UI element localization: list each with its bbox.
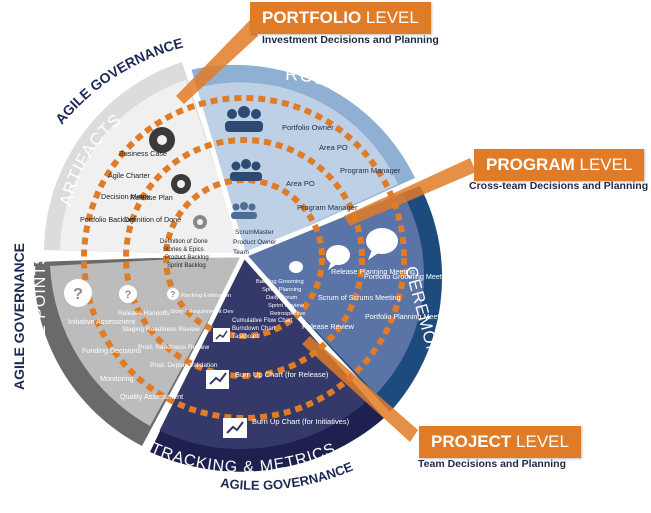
- governance-points-title: GOVERNANCE POINTS: [32, 253, 49, 448]
- ceremony-item: Retrospective: [270, 311, 305, 317]
- role-item: Team: [233, 249, 249, 256]
- ceremony-item: Scrum of Scrums Meeting: [318, 293, 401, 302]
- question-icon: ?: [167, 288, 179, 300]
- artifact-item: Definition of Done: [160, 239, 208, 245]
- role-item: Program Manager: [340, 166, 401, 175]
- artifact-item: Release Plan: [130, 193, 173, 202]
- artifact-item: Business Case: [119, 149, 167, 158]
- governance-items: Initiative Assessment Funding Decisions …: [68, 293, 234, 401]
- portfolio-callout-beam: [176, 20, 258, 104]
- program-callout-beam: [344, 158, 476, 226]
- chart-up-icon: [223, 418, 247, 438]
- project-level-strong: PROJECT: [431, 432, 512, 451]
- artifact-item: Definition of Done: [124, 215, 181, 224]
- tracking-item: Taskboard: [232, 334, 260, 340]
- role-item: Portfolio Owner: [282, 123, 334, 132]
- governance-item: Ranking Estimation: [181, 293, 231, 299]
- tracking-segment: [158, 255, 368, 449]
- speech-bubble-icon: [326, 245, 350, 270]
- program-level-word: LEVEL: [579, 155, 633, 174]
- role-item: Area PO: [319, 143, 348, 152]
- speech-bubble-icon: [366, 228, 398, 260]
- ceremony-item: Portfolio Grooming Meeting: [364, 272, 452, 281]
- chart-up-icon: [213, 328, 230, 342]
- project-callout-beam: [302, 336, 418, 442]
- role-item: Area PO: [286, 179, 315, 188]
- governance-item: Staging Readiness Review: [122, 326, 200, 333]
- governance-item: Prod. Readiness Review: [138, 344, 209, 351]
- governance-item: Initiative Assessment: [68, 317, 135, 326]
- gear-icon: [171, 174, 191, 194]
- governance-item: Prod. Deploy Validation: [150, 362, 218, 369]
- role-item: ScrumMaster: [235, 229, 274, 236]
- artifacts-segment: [60, 80, 244, 255]
- program-level-strong: PROGRAM: [486, 155, 575, 174]
- ceremony-item: Release Review: [302, 322, 355, 331]
- ceremony-item: Backlog Grooming: [256, 279, 304, 285]
- governance-item: Monitoring: [100, 374, 134, 383]
- project-level-word: LEVEL: [516, 432, 569, 451]
- program-level-callout: PROGRAM LEVEL: [474, 149, 645, 181]
- agile-governance-left-label: AGILE GOVERNANCE: [11, 243, 27, 390]
- artifact-item: Product Backlog: [165, 255, 209, 261]
- gear-icon: [193, 215, 207, 229]
- tracking-item: Burn Up Chart (for Release): [235, 370, 329, 379]
- ceremony-item: Portfolio Planning Meeting: [365, 312, 449, 321]
- gear-icon: [149, 127, 175, 153]
- project-level-callout: PROJECT LEVEL: [419, 426, 581, 458]
- speech-bubble-icon: [289, 261, 303, 273]
- people-icon: [225, 106, 263, 132]
- artifact-item: Stories & Epics: [163, 247, 204, 253]
- program-level-ring: [123, 137, 365, 379]
- governance-segment: [50, 255, 244, 426]
- portfolio-level-word: LEVEL: [365, 8, 419, 27]
- artifacts-items: Business Case Agile Charter Decision Mat…: [80, 149, 209, 269]
- portfolio-level-callout: PORTFOLIO LEVEL: [250, 2, 431, 34]
- svg-text:?: ?: [171, 290, 176, 299]
- role-item: Product Owner: [233, 239, 277, 246]
- portfolio-level-subtitle: Investment Decisions and Planning: [262, 34, 439, 46]
- ceremony-item: Sprint Review: [268, 303, 305, 309]
- artifact-item: Sprint Backlog: [167, 263, 206, 269]
- roles-items: Portfolio Owner Area PO Program Manager …: [233, 123, 401, 256]
- governance-item: Quality Assessment: [120, 392, 183, 401]
- governance-item: Release Handoffs: [118, 310, 170, 317]
- people-icon: [230, 159, 262, 181]
- ceremony-item: Daily Scrum: [266, 295, 297, 301]
- portfolio-level-strong: PORTFOLIO: [262, 8, 362, 27]
- tracking-item: Burndown Chart: [232, 326, 276, 332]
- ceremonies-items: Portfolio Grooming Meeting Portfolio Pla…: [256, 267, 452, 331]
- governance-item: Funding Decisions: [82, 346, 142, 355]
- tracking-items: Burn Up Chart (for Initiatives) Burn Up …: [232, 318, 350, 426]
- tracking-item: Burn Up Chart (for Initiatives): [252, 417, 350, 426]
- role-item: Program Manager: [297, 203, 358, 212]
- ceremony-item: Release Planning Meeting: [331, 267, 415, 276]
- svg-text:?: ?: [125, 289, 132, 301]
- artifact-item: Agile Charter: [108, 171, 151, 180]
- svg-text:?: ?: [73, 286, 83, 303]
- governance-item: Story / Requirement Dev: [170, 309, 234, 315]
- portfolio-level-ring: [81, 95, 407, 421]
- program-level-subtitle: Cross-team Decisions and Planning: [469, 180, 649, 192]
- artifact-item: Portfolio Backlog: [80, 215, 134, 224]
- artifact-item: Decision Matrix: [101, 192, 151, 201]
- ceremony-item: Sprint Planning: [262, 287, 301, 293]
- tracking-item: Cumulative Flow Chart: [232, 318, 293, 324]
- project-level-subtitle: Team Decisions and Planning: [418, 458, 567, 470]
- chart-up-icon: [206, 370, 229, 389]
- question-icon: ?: [119, 285, 137, 303]
- question-icon: ?: [64, 279, 92, 307]
- people-icon: [231, 202, 257, 219]
